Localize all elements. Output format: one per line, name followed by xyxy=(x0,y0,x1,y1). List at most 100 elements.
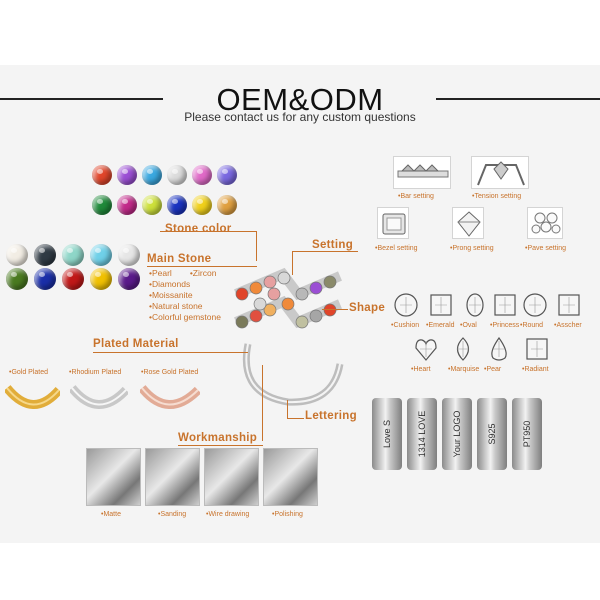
shape-caption: •Pear xyxy=(484,366,502,373)
main-stone-item: •Pearl xyxy=(149,268,172,278)
main-stone-item: •Colorful gemstone xyxy=(149,312,221,322)
plated-caption: •Rose Gold Plated xyxy=(141,369,199,376)
ring-stone xyxy=(323,303,337,317)
main-stone-connector xyxy=(147,266,257,267)
ring-stone xyxy=(263,275,277,289)
gemstone-swatch xyxy=(142,165,162,185)
lettering-text: Love S xyxy=(382,419,392,449)
workmanship-connector xyxy=(178,445,263,446)
emerald-shape-icon xyxy=(428,292,454,318)
gemstone-swatch xyxy=(167,195,187,215)
matte-sample xyxy=(86,448,141,506)
workmanship-connector-vertical xyxy=(262,365,263,441)
lettering-sample: Love S xyxy=(372,398,402,470)
workmanship-caption: •Wire drawing xyxy=(206,511,250,518)
ring-stone xyxy=(277,271,291,285)
setting-caption: •Bar setting xyxy=(398,193,434,200)
gemstone-swatch xyxy=(117,165,137,185)
lettering-text: S925 xyxy=(487,423,497,445)
shape-label: Shape xyxy=(349,302,386,314)
lettering-connector xyxy=(287,418,304,419)
main-stone-list: •Pearl •Zircon •Diamonds •Moissanite •Nat… xyxy=(149,268,221,323)
workmanship-caption: •Matte xyxy=(101,511,121,518)
title-rule-right xyxy=(436,98,600,100)
shape-caption: •Asscher xyxy=(554,322,582,329)
gemstone-swatch xyxy=(192,195,212,215)
shape-caption: •Radiant xyxy=(522,366,549,373)
shape-caption: •Round xyxy=(520,322,544,329)
ring-stone xyxy=(235,315,249,329)
shape-caption: •Heart xyxy=(411,366,431,373)
setting-caption: •Bezel setting xyxy=(375,245,418,252)
ring-stone xyxy=(235,287,249,301)
gemstone-swatch xyxy=(34,268,56,290)
ring-stone xyxy=(267,287,281,301)
setting-caption: •Tension setting xyxy=(472,193,522,200)
lettering-sample: 1314 LOVE xyxy=(407,398,437,470)
princess-shape-icon xyxy=(492,292,518,318)
gemstone-swatch xyxy=(90,268,112,290)
bar-setting-image xyxy=(393,156,451,189)
cushion-shape-icon xyxy=(393,292,419,318)
gemstone-swatch xyxy=(142,195,162,215)
main-stone-label: Main Stone xyxy=(147,253,212,265)
main-stone-item: •Diamonds xyxy=(149,279,191,289)
heart-shape-icon xyxy=(413,336,439,362)
gemstone-swatch xyxy=(167,165,187,185)
ring-stone xyxy=(249,281,263,295)
workmanship-label: Workmanship xyxy=(178,432,258,444)
page-subtitle: Please contact us for any custom questio… xyxy=(184,110,416,124)
gemstone-swatch xyxy=(217,165,237,185)
shape-caption: •Marquise xyxy=(448,366,480,373)
shape-caption: •Princess xyxy=(490,322,520,329)
gemstone-swatch xyxy=(192,165,212,185)
marquise-shape-icon xyxy=(450,336,476,362)
round-shape-icon xyxy=(522,292,548,318)
oval-shape-icon xyxy=(462,292,488,318)
ring-stone xyxy=(263,303,277,317)
lettering-sample: S925 xyxy=(477,398,507,470)
plated-caption: •Gold Plated xyxy=(9,369,49,376)
shape-caption: •Oval xyxy=(460,322,477,329)
plated-material-connector xyxy=(93,352,248,353)
gemstone-swatch xyxy=(217,195,237,215)
ring-stone xyxy=(295,315,309,329)
asscher-shape-icon xyxy=(556,292,582,318)
plated-caption: •Rhodium Plated xyxy=(69,369,122,376)
sanding-sample xyxy=(145,448,200,506)
ring-stone xyxy=(323,275,337,289)
lettering-label: Lettering xyxy=(305,410,357,422)
setting-connector xyxy=(292,251,358,252)
setting-caption: •Pave setting xyxy=(525,245,566,252)
lettering-text: PT950 xyxy=(522,420,532,448)
setting-caption: •Prong setting xyxy=(450,245,494,252)
workmanship-caption: •Sanding xyxy=(158,511,187,518)
main-stone-item: •Moissanite xyxy=(149,290,193,300)
tension-setting-image xyxy=(471,156,529,189)
lettering-text: 1314 LOVE xyxy=(417,410,427,458)
bezel-setting-image xyxy=(377,207,409,239)
setting-connector-vertical xyxy=(292,251,293,275)
ring-stone xyxy=(249,309,263,323)
main-stone-item: •Natural stone xyxy=(149,301,203,311)
prong-setting-image xyxy=(452,207,484,239)
gemstone-swatch xyxy=(62,268,84,290)
gemstone-swatch xyxy=(118,268,140,290)
ring-stone xyxy=(309,281,323,295)
main-stone-item: •Zircon xyxy=(189,268,217,278)
ring-stone xyxy=(295,287,309,301)
lettering-sample: PT950 xyxy=(512,398,542,470)
pave-setting-image xyxy=(527,207,563,239)
gemstone-swatch xyxy=(6,244,28,266)
ring-stone xyxy=(253,297,267,311)
page-title: OEM&ODM xyxy=(216,82,384,117)
shape-connector xyxy=(322,309,348,310)
stone-color-connector-vertical xyxy=(256,231,257,261)
gemstone-swatch xyxy=(92,165,112,185)
lettering-text: Your LOGO xyxy=(452,410,462,458)
gemstone-swatch xyxy=(90,244,112,266)
ring-stone xyxy=(309,309,323,323)
shape-caption: •Cushion xyxy=(391,322,420,329)
stone-color-label: Stone color xyxy=(165,223,232,235)
